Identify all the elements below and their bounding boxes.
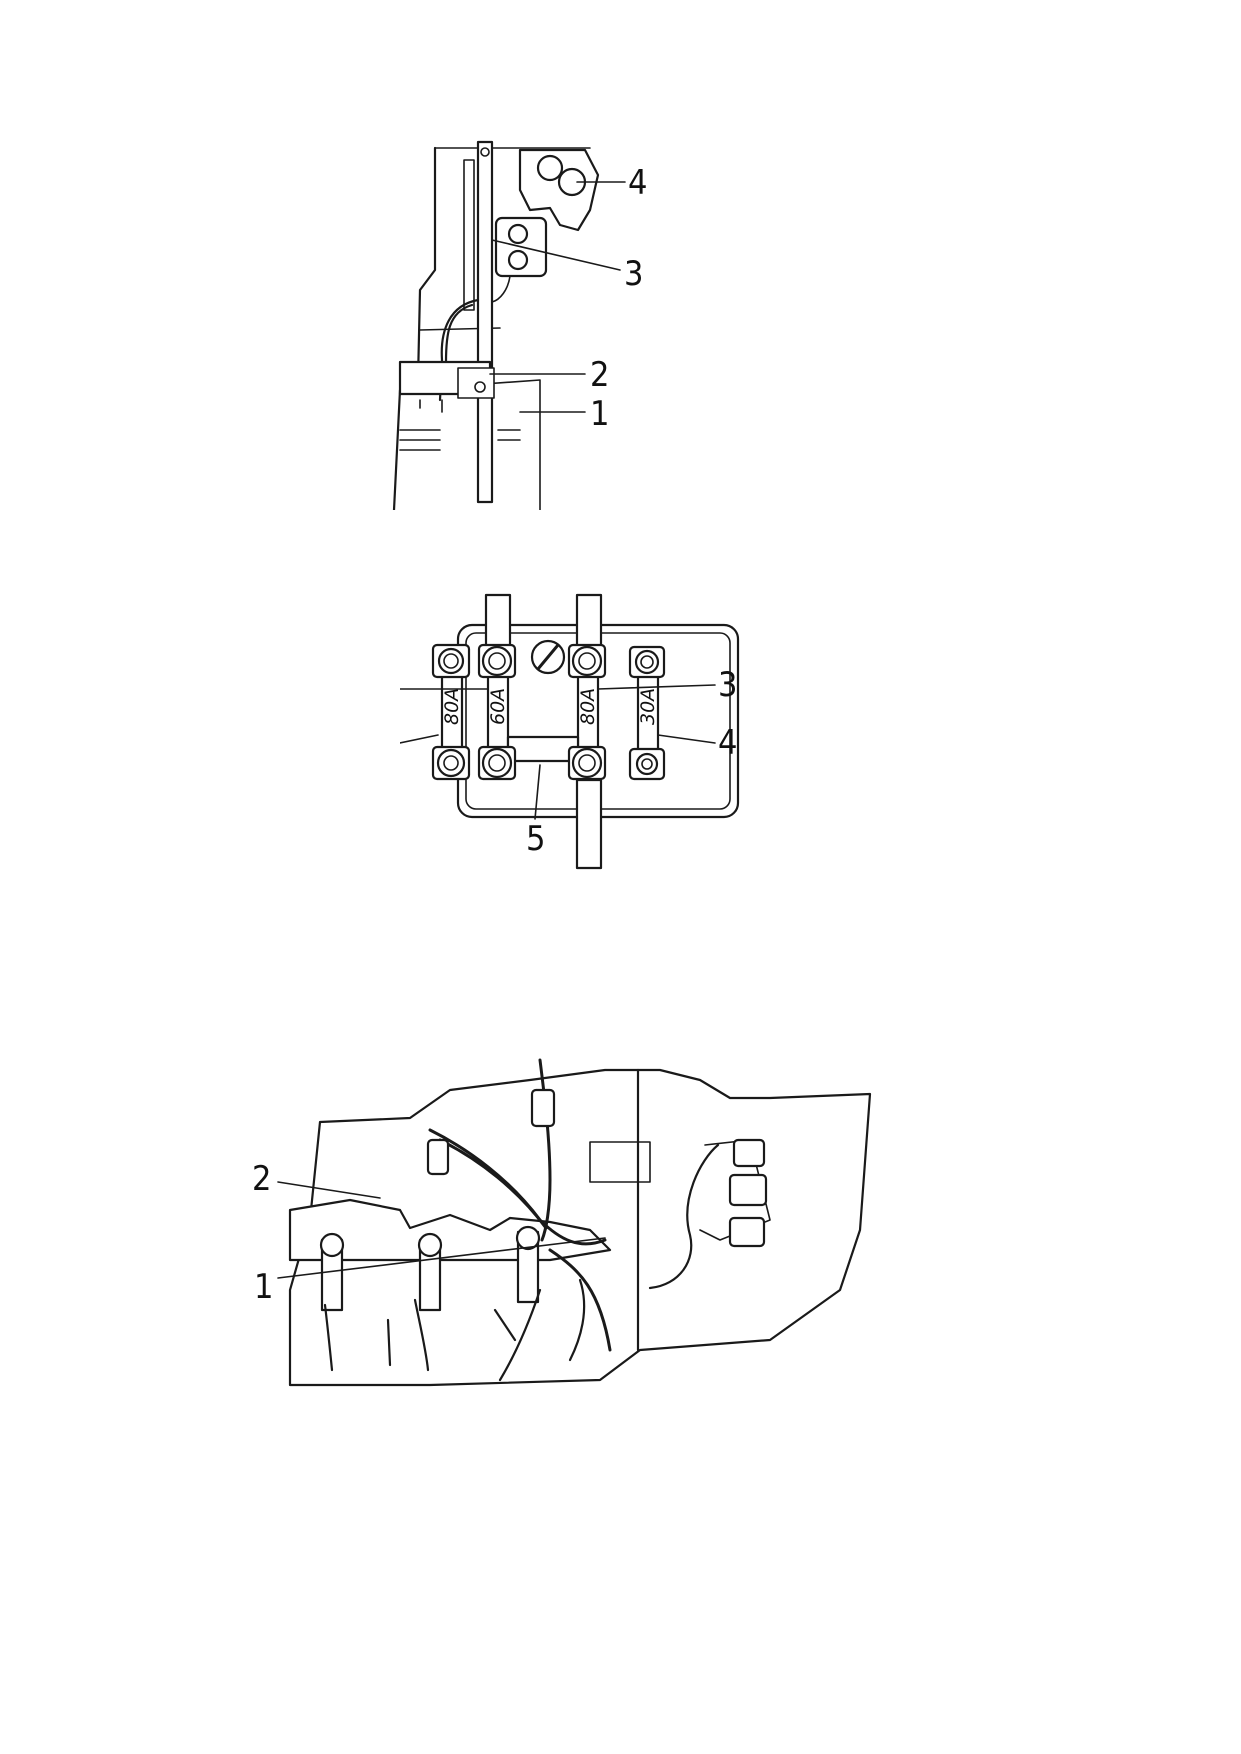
fuse-3-rating: 80A [577,688,599,725]
figure-1-callout-1: 1 [590,394,609,434]
harness-connector [530,1088,556,1128]
figure-3-callout-1: 1 [254,1267,273,1307]
connector-c [728,1216,766,1248]
figure-1-drawing: 4 3 2 1 [392,140,647,510]
figure-1-callout-3: 3 [624,254,643,294]
figure-2-callout-4: 4 [718,723,737,763]
figure-1-bracket-assembly: 4 3 2 1 [380,130,720,510]
base-plate [506,735,580,763]
figure-3-drawing: 2 1 [252,1058,872,1387]
connector-b [728,1173,768,1207]
figure-1-callout-4: 4 [628,163,647,203]
cable-bottom-right [575,778,603,870]
connector-a [732,1138,766,1168]
figure-3-engine-wiring: 2 1 [250,1050,890,1410]
figure-3-callout-2: 2 [252,1159,271,1199]
figure-2-callout-5: 5 [526,819,545,859]
figure-2-drawing: 80A 60A 80A 30A 2 1 3 4 5 [400,593,740,870]
fuse-2-rating: 60A [487,688,509,725]
fuse-4-rating: 30A [637,688,659,725]
terminal-nuts [431,643,666,781]
vertical-rod [476,140,494,504]
figure-1-callout-2: 2 [590,355,609,395]
hinge-pin-circle [536,154,564,182]
injector-row [319,1225,541,1312]
figure-2-fuse-box: 80A 60A 80A 30A 2 1 3 4 5 [400,585,800,950]
fuse-1-rating: 80A [441,688,463,725]
figure-2-callout-3: 3 [718,665,737,705]
sensor-top [426,1138,450,1176]
panel-bracket [589,1141,651,1183]
